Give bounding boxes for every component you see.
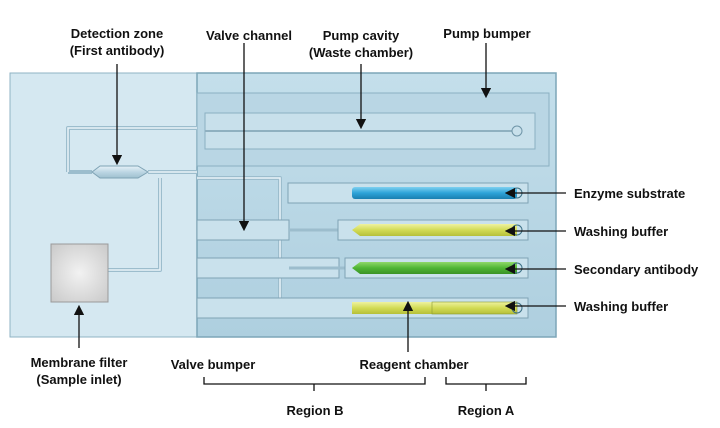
label-enzyme-substrate: Enzyme substrate [574, 186, 686, 201]
label-membrane-filter: Membrane filter (Sample inlet) [30, 355, 128, 387]
label-secondary-antibody: Secondary antibody [574, 262, 699, 277]
label-pump-bumper: Pump bumper [443, 26, 531, 41]
membrane-filter [50, 243, 109, 303]
callout-arrows [73, 43, 566, 352]
label-reagent-chamber: Reagent chamber [359, 357, 469, 372]
washing-buffer-fill-1 [352, 224, 517, 236]
valve-channel-row-2 [196, 219, 290, 241]
brace-region-a [445, 377, 527, 385]
secondary-antibody-fill [352, 262, 517, 274]
reagent-chamber-fill [352, 302, 432, 314]
brace-region-b [203, 377, 426, 385]
enzyme-substrate-fill [352, 187, 517, 199]
label-region-b: Region B [286, 403, 344, 418]
label-washing-buffer-2: Washing buffer [574, 299, 669, 314]
detection-zone [91, 165, 149, 179]
label-valve-channel: Valve channel [206, 28, 292, 43]
label-detection-zone: Detection zone (First antibody) [69, 26, 165, 58]
label-pump-cavity: Pump cavity (Waste chamber) [308, 28, 414, 60]
region-braces [203, 377, 527, 391]
label-washing-buffer-1: Washing buffer [574, 224, 669, 239]
label-region-a: Region A [457, 403, 515, 418]
label-valve-bumper: Valve bumper [170, 357, 256, 372]
washing-buffer-fill-2 [431, 301, 518, 315]
pump-port-icon [511, 125, 523, 137]
